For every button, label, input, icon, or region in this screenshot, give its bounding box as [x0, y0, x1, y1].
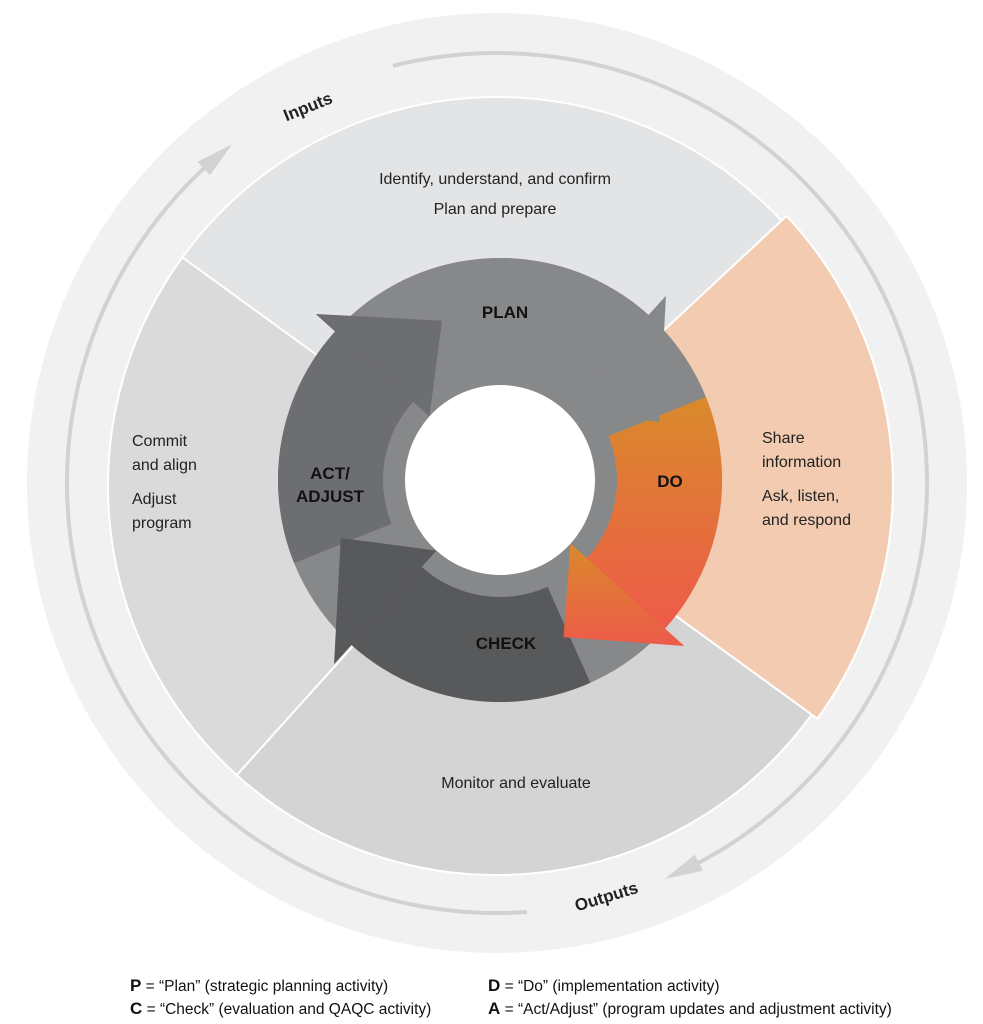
flow-arc-to-outputs [392, 51, 929, 868]
legend-key: C [130, 999, 143, 1018]
arrowhead-icon [197, 144, 233, 176]
check-label: CHECK [476, 634, 537, 653]
plan-arrowhead [563, 295, 666, 423]
do-label: DO [657, 472, 683, 491]
check-arrow-body [348, 565, 591, 702]
segment-text: Monitor and evaluate [441, 775, 591, 792]
cycle-arrows [278, 257, 722, 702]
legend-text: = “Check” (evaluation and QAQC activity) [142, 1001, 432, 1018]
check-arrowhead [334, 537, 437, 665]
legend-key: P [130, 976, 142, 995]
segment-plan-text: Identify, understand, and confirm Plan a… [379, 171, 611, 218]
segment-text: Identify, understand, and confirm [379, 171, 611, 188]
legend-key: D [488, 976, 501, 995]
do-arrow-body [585, 396, 722, 632]
act-label: ACT/ [310, 464, 350, 483]
legend-text: = “Act/Adjust” (program updates and adju… [500, 1001, 892, 1018]
segment-text: Ask, listen, [762, 488, 839, 505]
act-label: ADJUST [296, 487, 365, 506]
segment-act-text: Commit and align Adjust program [132, 433, 197, 532]
center-hole [405, 385, 595, 575]
do-arrowhead [563, 543, 685, 646]
flow-ring [65, 51, 929, 915]
legend-item-c: C = “Check” (evaluation and QAQC activit… [130, 998, 431, 1021]
plan-arrow-body [395, 257, 652, 395]
legend-col-2: D = “Do” (implementation activity) A = “… [488, 975, 892, 1021]
flow-arc-to-inputs [65, 161, 528, 915]
arrowhead-icon [665, 854, 704, 879]
plan-label: PLAN [482, 303, 528, 322]
legend-text: = “Plan” (strategic planning activity) [141, 978, 389, 995]
segment-text: and respond [762, 512, 851, 529]
act-arrow-body [278, 328, 415, 564]
segment-text: information [762, 454, 841, 471]
legend-key: A [488, 999, 501, 1018]
segment-text: Commit [132, 433, 188, 450]
legend-item-a: A = “Act/Adjust” (program updates and ad… [488, 998, 892, 1021]
legend-item-p: P = “Plan” (strategic planning activity) [130, 975, 431, 998]
segment-text: program [132, 515, 192, 532]
act-arrowhead [315, 314, 443, 417]
segment-text: and align [132, 457, 197, 474]
legend-item-d: D = “Do” (implementation activity) [488, 975, 892, 998]
legend-text: = “Do” (implementation activity) [500, 978, 720, 995]
segment-check-text: Monitor and evaluate [441, 775, 591, 792]
segment-text: Plan and prepare [434, 201, 557, 218]
segment-text: Adjust [132, 491, 177, 508]
segment-do-text: Share information Ask, listen, and respo… [762, 430, 851, 529]
segment-text: Share [762, 430, 805, 447]
legend-col-1: P = “Plan” (strategic planning activity)… [130, 975, 431, 1021]
